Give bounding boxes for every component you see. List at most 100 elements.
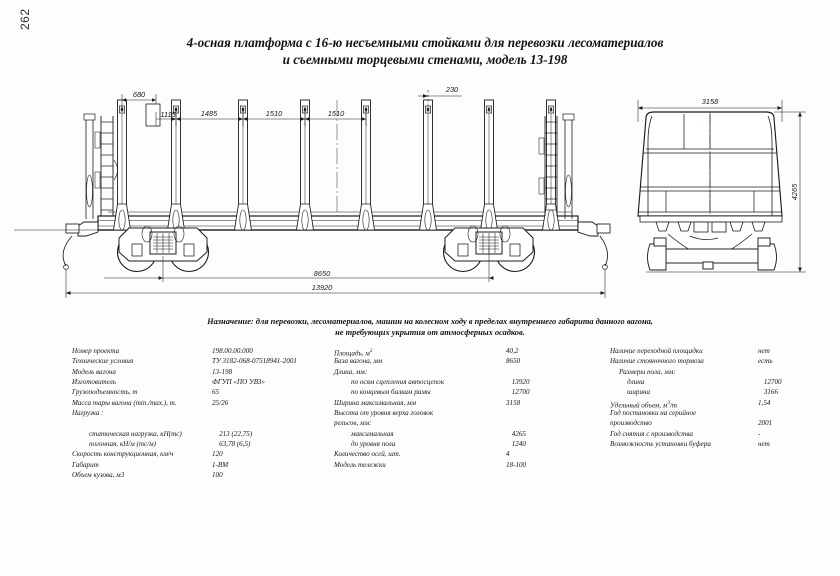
spec-label: Удельный объем, м3/т (610, 399, 678, 410)
spec-row: Наличие стояночного тормоза есть (610, 356, 835, 366)
spec-value: 213 (22,75) (219, 429, 253, 438)
end-wall-right (538, 113, 575, 219)
spec-row: Высота от уровня верха головок (334, 408, 594, 418)
spec-row: База вагона, мм 8650 (334, 356, 594, 366)
dimension-4265 (774, 111, 806, 273)
spec-value: 100 (212, 471, 223, 480)
dimension-label-680: 680 (133, 90, 146, 99)
spec-label: Нагрузка : (72, 409, 104, 418)
spec-row: Год постановки на серийное (610, 408, 835, 418)
end-underframe (639, 215, 783, 233)
spec-row: производство 2001 (610, 418, 835, 428)
dimension-3158 (637, 100, 783, 122)
spec-value: 65 (212, 388, 220, 397)
spec-value: ФГУП «ПО УВЗ» (212, 378, 265, 387)
spec-row: Модель вагона 13-198 (72, 367, 312, 377)
spec-label: производство (610, 419, 652, 428)
spec-value: 1240 (511, 440, 526, 449)
page-title-line-1: 4-осная платформа с 16-ю несъемными стой… (186, 35, 664, 50)
page-title-line-2: и съемными торцевыми стенами, модель 13-… (282, 52, 568, 67)
spec-label: Возможность установки буфера (610, 440, 711, 449)
spec-row: Нагрузка : (72, 408, 312, 418)
technical-drawing: 680 (0, 86, 840, 311)
spec-value: 40,2 (506, 347, 519, 355)
purpose-line-2: не требующих укрытия от атмосферных осад… (335, 328, 525, 338)
spec-label: ширина (627, 388, 651, 397)
spec-value: нет (758, 347, 770, 355)
spec-row: Год снятия с производства - (610, 429, 835, 439)
spec-value: ТУ 3182-068-07518941-2001 (212, 357, 297, 366)
dimension-label-13920: 13920 (312, 283, 333, 292)
spec-label: Год снятия с производства (610, 429, 693, 438)
dimension-label-4265: 4265 (790, 183, 799, 200)
drawing-svg: 680 (14, 86, 806, 298)
end-wheelset (647, 237, 777, 271)
spec-value: 1,54 (758, 398, 771, 407)
spec-label: Наличие переходной площадки (610, 347, 703, 355)
spec-row: Масса тары вагона (min./max.), т.25/26 (72, 398, 312, 408)
spec-label: длина (627, 378, 645, 387)
page-title: 4-осная платформа с 16-ю несъемными стой… (90, 34, 760, 68)
spec-value: 1-ВМ (212, 460, 229, 469)
spec-value: 198.00.00.000 (212, 347, 253, 355)
purpose-line-1: Назначение: для перевозки, лесоматериало… (207, 317, 653, 326)
dimension-chain (155, 108, 367, 126)
spec-label: по концевым балкам рамы (351, 388, 431, 397)
spec-row: Наличие переходной площадки нет (610, 346, 835, 356)
spec-row: Удельный объем, м3/т 1,54 (610, 398, 835, 410)
spec-label: погонная, кН/м (тс/м) (89, 440, 157, 449)
spec-label: Объем кузова, м3 (72, 471, 125, 480)
dimension-label-1485: 1485 (201, 109, 218, 118)
spec-row: погонная, кН/м (тс/м)63,78 (6,5) (72, 439, 312, 449)
spec-label: Модель тележки (334, 460, 386, 469)
page-number: 262 (18, 8, 32, 30)
spec-label: База вагона, мм (334, 357, 383, 366)
spec-value: - (758, 429, 761, 438)
spec-label: до уровня пола (351, 440, 396, 449)
spec-value: есть (758, 357, 773, 366)
spec-label: Год постановки на серийное (610, 409, 697, 418)
spec-row: Модель тележки 18-100 (334, 460, 594, 470)
spec-value: 18-100 (506, 460, 527, 469)
side-elevation: 680 (14, 86, 611, 298)
spec-value: 120 (212, 450, 223, 459)
spec-value: 13-198 (212, 367, 233, 376)
spec-row: Технические условия ТУ 3182-068-07518941-… (72, 356, 312, 366)
spec-row: Размеры пола, мм: (610, 367, 835, 377)
spec-label: Площадь, м2 (334, 348, 373, 358)
spec-label: Ширина максимальная, мм (334, 398, 417, 407)
spec-value: 3158 (506, 398, 521, 407)
dimension-label-1510b: 1510 (328, 109, 345, 118)
dimension-label-230: 230 (445, 86, 459, 94)
spec-row: по концевым балкам рамы 12700 (334, 387, 594, 397)
spec-row: Грузоподъемность, т 65 (72, 387, 312, 397)
spec-value: 2001 (758, 419, 773, 428)
purpose-note: Назначение: для перевозки, лесоматериало… (120, 316, 740, 339)
dimension-label-3158: 3158 (702, 97, 719, 106)
spec-label: максимальная (351, 429, 394, 438)
spec-label: рельсов, мм: (334, 419, 372, 428)
spec-row: Объем кузова, м3 100 (72, 470, 312, 480)
spec-label: Наличие стояночного тормоза (610, 357, 704, 366)
spec-row: до уровня пола 1240 (334, 439, 594, 449)
spec-row: Количество осей, шт.4 (334, 449, 594, 459)
spec-value: 12700 (511, 388, 530, 397)
spec-value: 8650 (506, 357, 521, 366)
spec-label: Грузоподъемность, т (72, 388, 138, 397)
spec-label: Модель вагона (72, 367, 116, 376)
dimension-13920 (65, 270, 606, 298)
spec-value: 25/26 (212, 398, 229, 407)
spec-label: Технические условия (72, 357, 134, 366)
coupler-left (62, 221, 99, 270)
spec-value: 4 (506, 450, 510, 459)
spec-row: статическая нагрузка, кН(тс)213 (22,75) (72, 429, 312, 439)
